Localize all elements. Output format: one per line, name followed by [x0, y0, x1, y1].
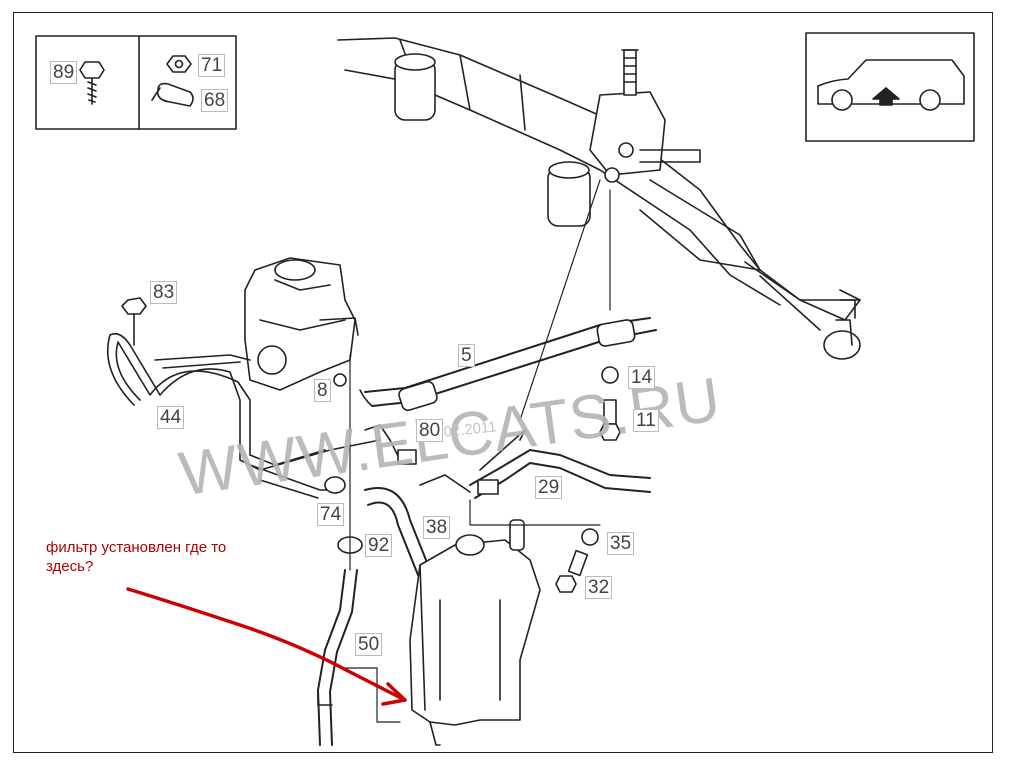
callout-38: 38: [423, 516, 451, 539]
callout-50: 50: [355, 633, 383, 656]
callout-5: 5: [458, 344, 475, 367]
power-steering-pump: [244, 257, 359, 391]
legend-number-68: 68: [201, 89, 229, 112]
small-parts: [121, 297, 621, 593]
vehicle-view-box: [805, 32, 975, 142]
annotation-note: фильтр установлен где то здесь?: [46, 539, 227, 575]
clip-icon: [151, 82, 194, 107]
callout-80: 80: [416, 419, 444, 442]
callout-11: 11: [633, 409, 659, 432]
annotation-arrow: [126, 587, 407, 706]
callout-74: 74: [317, 503, 345, 526]
steering-rack: [337, 37, 861, 360]
legend-number-89: 89: [50, 61, 78, 84]
screw-icon: [79, 61, 105, 105]
leader-lines: [344, 179, 611, 723]
fluid-reservoir: [409, 519, 541, 746]
hose-50: [317, 569, 358, 746]
callout-92: 92: [365, 534, 393, 557]
callout-29: 29: [535, 476, 563, 499]
nut-icon: [166, 55, 192, 73]
callout-8: 8: [314, 379, 331, 402]
hose-29: [469, 429, 651, 499]
callout-35: 35: [607, 532, 635, 555]
diagram-frame: [13, 12, 993, 753]
pipe-44: [106, 332, 381, 499]
callout-32: 32: [585, 576, 613, 599]
hose-5: [359, 317, 657, 412]
legend-number-71: 71: [198, 54, 226, 77]
callout-14: 14: [628, 366, 656, 389]
callout-83: 83: [150, 281, 178, 304]
callout-44: 44: [157, 406, 185, 429]
